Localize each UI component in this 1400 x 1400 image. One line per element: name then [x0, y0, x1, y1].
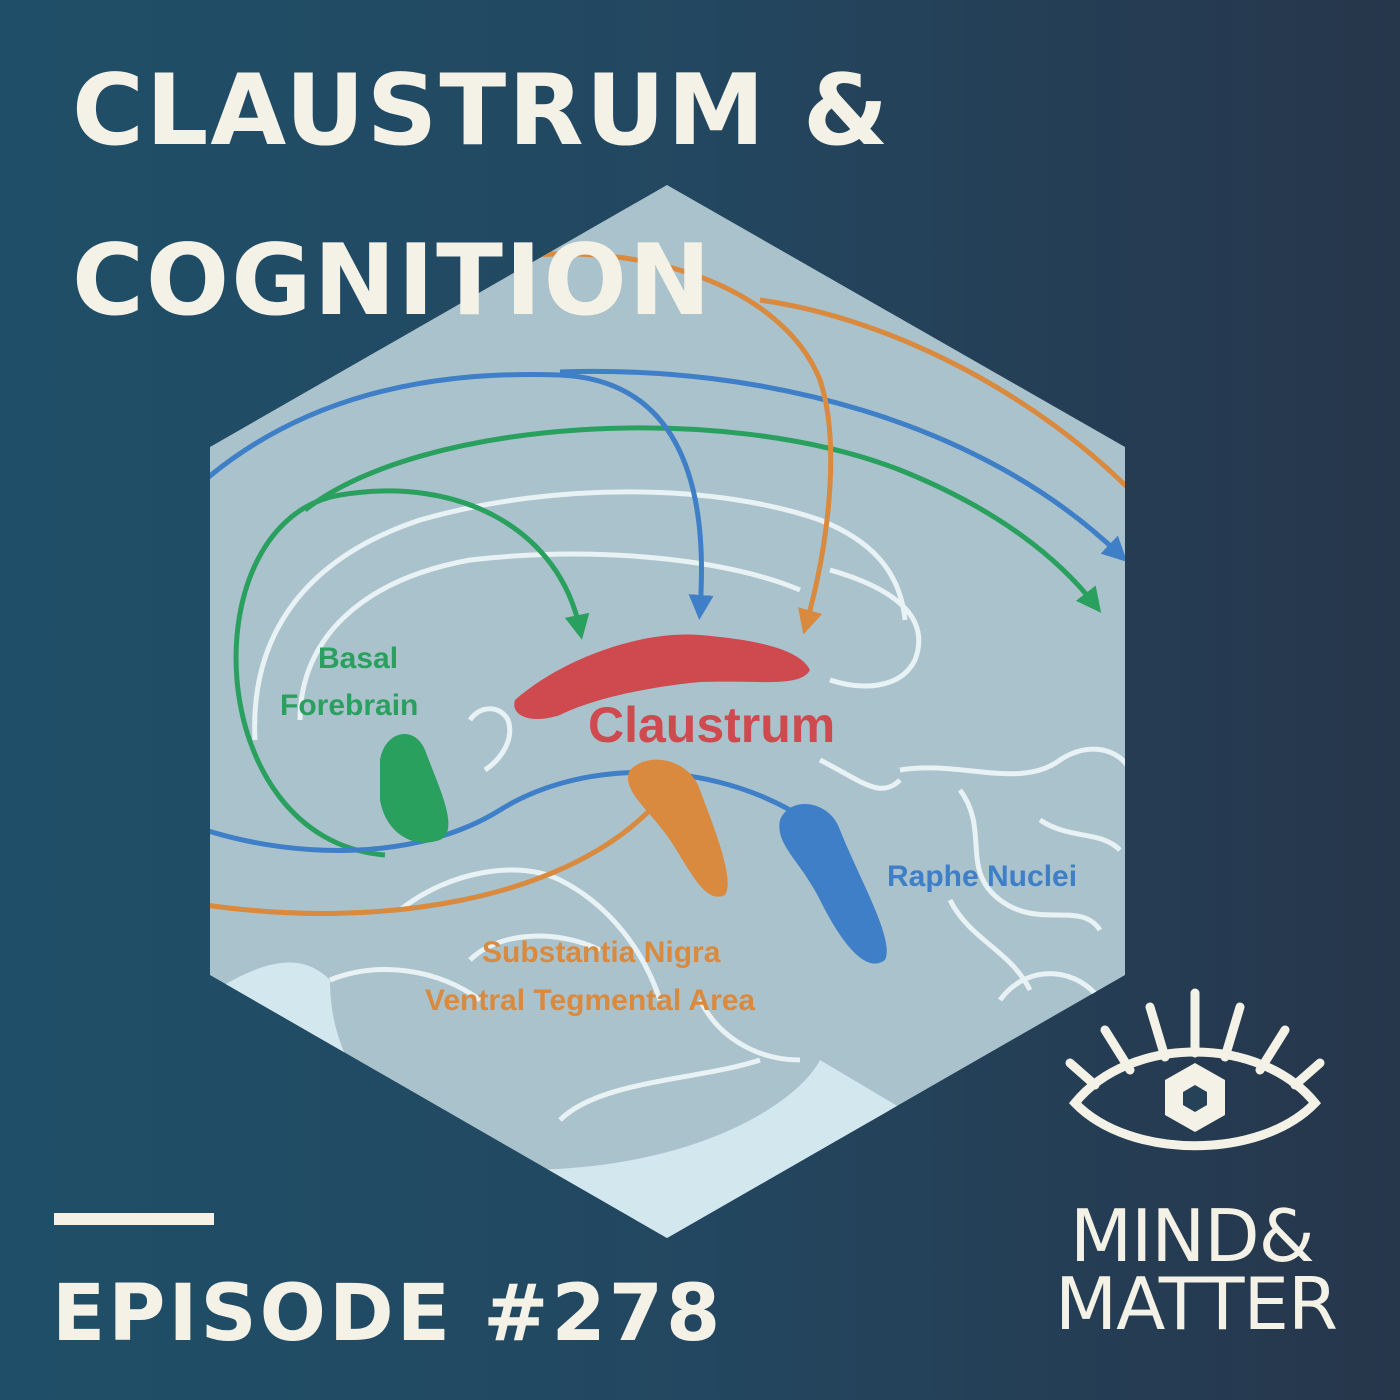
divider-bar: [54, 1213, 214, 1225]
hexagon-background: [210, 185, 1125, 1238]
brand-name-line-2: MATTER: [1055, 1262, 1338, 1346]
claustrum-shape: [514, 634, 810, 720]
substantia-nigra-shape: [628, 759, 728, 897]
label-raphe-nuclei: Raphe Nuclei: [887, 860, 1077, 893]
label-basal: Basal: [318, 642, 398, 675]
eye-hexagon-icon: [1065, 988, 1325, 1151]
episode-title-line-2: COGNITION: [72, 224, 713, 338]
label-ventral-tegmental-area: Ventral Tegmental Area: [425, 984, 755, 1017]
green-projections: [233, 425, 1102, 858]
blue-projections: [210, 368, 1125, 853]
label-forebrain: Forebrain: [280, 689, 418, 722]
raphe-nuclei-shape: [779, 803, 887, 964]
label-claustrum: Claustrum: [588, 697, 835, 753]
brand-name-line-1: MIND&: [1070, 1194, 1315, 1278]
orange-projections: [210, 251, 1125, 916]
basal-forebrain-shape: [380, 733, 449, 843]
label-substantia-nigra: Substantia Nigra: [482, 936, 721, 969]
episode-number: EPISODE #278: [52, 1269, 724, 1359]
episode-title-line-1: CLAUSTRUM &: [72, 54, 891, 168]
